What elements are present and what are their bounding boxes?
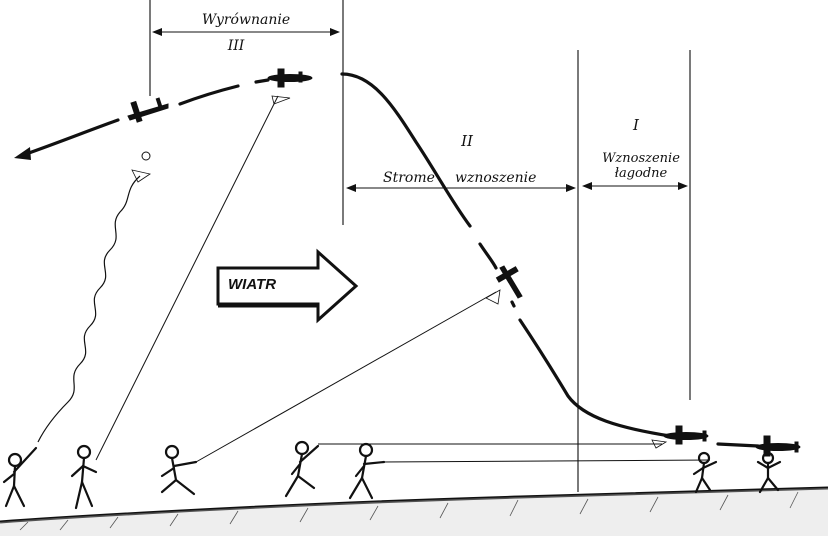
- glider-releasing: [127, 97, 169, 123]
- stick-figure-3: [160, 444, 198, 496]
- steep-climb-label-line1: Strome: [383, 170, 435, 186]
- glider-start: [651, 425, 709, 449]
- stick-figure-7: [756, 451, 782, 494]
- span-arrows: [152, 28, 688, 192]
- glider-climbing: [485, 265, 523, 305]
- stick-figure-4: [284, 440, 320, 498]
- leveling-label: Wyrównanie: [202, 12, 290, 28]
- ground: [0, 486, 828, 536]
- released-rope: [37, 151, 152, 443]
- phase-i-numeral: I: [632, 116, 640, 134]
- phase-guides: [149, 0, 691, 492]
- phase-iii-numeral: III: [227, 38, 245, 54]
- gentle-climb-label-line2: łagodne: [615, 166, 668, 181]
- tow-ropes: [95, 95, 711, 463]
- wind-arrow: WIATR: [216, 248, 359, 324]
- stick-figure-2: [70, 444, 98, 510]
- stick-figure-6: [692, 451, 718, 494]
- stick-figure-5: [348, 442, 386, 500]
- wind-label: WIATR: [228, 276, 276, 293]
- phase-ii-numeral: II: [460, 132, 474, 150]
- gentle-climb-label-line1: Wznoszenie: [602, 151, 680, 166]
- glider-top: [267, 68, 313, 105]
- flight-path: [14, 72, 760, 448]
- glider-ground: [755, 435, 801, 457]
- stick-figure-1: [2, 446, 38, 508]
- steep-climb-label-line2: wznoszenie: [455, 170, 536, 186]
